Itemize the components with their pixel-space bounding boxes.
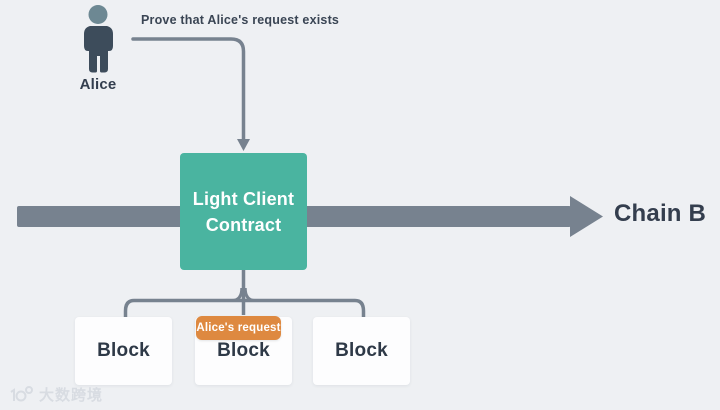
request-badge: Alice's request [196,316,281,340]
block-card: Block [75,317,172,385]
actor-label: Alice [79,76,117,93]
block-label: Block [97,340,150,361]
watermark: 大数跨境 [8,384,103,405]
person-icon [84,5,113,73]
light-client-contract-box: Light Client Contract [180,153,307,270]
annotation-text: Prove that Alice's request exists [141,13,340,27]
chain-arrow [17,196,603,237]
watermark-logo-icon [10,385,33,401]
block-label: Block [335,340,388,361]
blocks-bracket [123,270,366,319]
request-flow-arrow [131,37,250,151]
block-label: Block [217,340,270,361]
chain-label: Chain B [614,200,707,227]
contract-label-line1: Light Client [192,188,295,209]
watermark-text: 大数跨境 [39,387,104,404]
contract-label-line2: Contract [205,214,282,235]
block-card: Block [313,317,410,385]
